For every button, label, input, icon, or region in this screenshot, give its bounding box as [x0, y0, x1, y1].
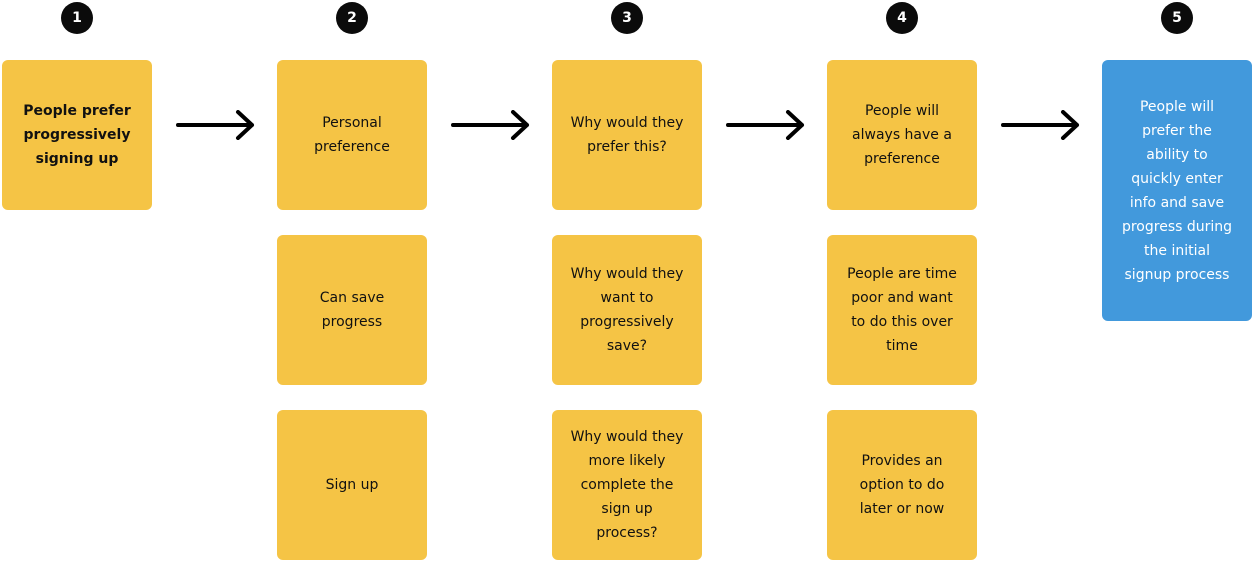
step-badge-2: 2 — [336, 2, 368, 34]
step-badge-4: 4 — [886, 2, 918, 34]
sticky-note[interactable]: Why would they prefer this? — [552, 60, 702, 210]
note-text: Why would they want to progressively sav… — [570, 266, 684, 354]
step-badge-1: 1 — [61, 2, 93, 34]
sticky-note[interactable]: People are time poor and want to do this… — [827, 235, 977, 385]
sticky-note[interactable]: Why would they more likely complete the … — [552, 410, 702, 560]
sticky-note[interactable]: Personal preference — [277, 60, 427, 210]
arrow-right-icon — [1001, 110, 1079, 140]
note-text: People will always have a preference — [852, 103, 952, 167]
sticky-note[interactable]: Can save progress — [277, 235, 427, 385]
sticky-note[interactable]: People prefer progressively signing up — [2, 60, 152, 210]
arrow-right-icon — [726, 110, 804, 140]
sticky-note[interactable]: People will always have a preference — [827, 60, 977, 210]
conclusion-note[interactable]: People will prefer the ability to quickl… — [1102, 60, 1252, 321]
sticky-note[interactable]: Provides an option to do later or now — [827, 410, 977, 560]
note-text: Why would they prefer this? — [570, 115, 684, 155]
note-text: Personal preference — [314, 115, 390, 155]
note-text: Can save progress — [319, 290, 385, 330]
note-text: Why would they more likely complete the … — [570, 429, 684, 541]
arrow-right-icon — [176, 110, 254, 140]
note-text: People will prefer the ability to quickl… — [1121, 98, 1233, 283]
note-text: Sign up — [325, 477, 379, 493]
arrow-right-icon — [451, 110, 529, 140]
step-badge-5: 5 — [1161, 2, 1193, 34]
note-text: People prefer progressively signing up — [23, 103, 131, 167]
sticky-note[interactable]: Sign up — [277, 410, 427, 560]
sticky-note[interactable]: Why would they want to progressively sav… — [552, 235, 702, 385]
note-text: People are time poor and want to do this… — [847, 266, 957, 354]
step-badge-3: 3 — [611, 2, 643, 34]
note-text: Provides an option to do later or now — [859, 453, 945, 517]
